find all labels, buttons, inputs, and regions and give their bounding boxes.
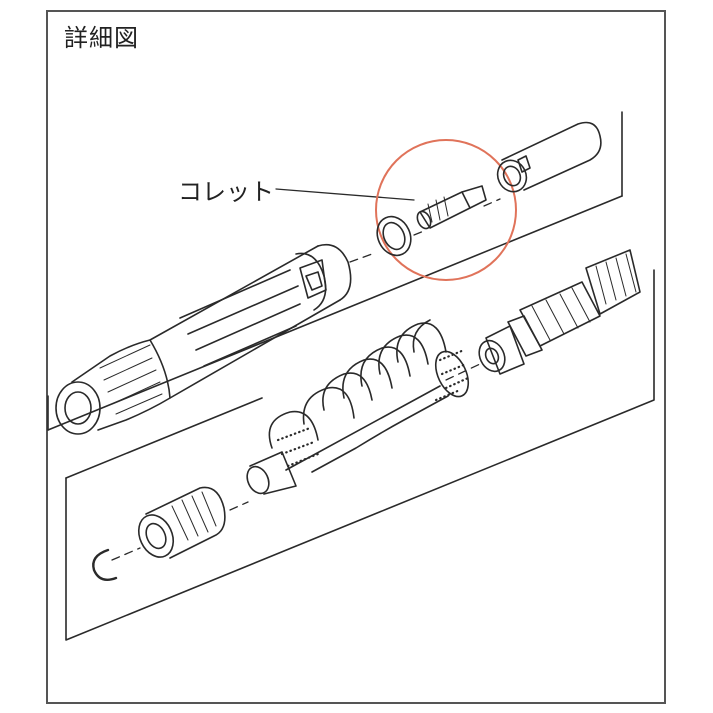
knurled-nut-small: [137, 486, 226, 559]
collet: [416, 185, 487, 230]
threaded-nozzle: [585, 249, 641, 315]
collet-leader-line: [275, 188, 415, 201]
spiral-spring: [268, 319, 470, 473]
diagram-frame: [46, 10, 666, 704]
axis-lines: [111, 198, 501, 561]
cap-tip: [496, 121, 602, 193]
upper-plane: [47, 111, 623, 431]
collet-callout-label: コレット: [178, 178, 274, 206]
cap-body: [246, 451, 297, 495]
washer-ring: [376, 215, 412, 257]
diagram-title: 詳細図: [64, 24, 139, 52]
lower-plane: [65, 269, 655, 641]
sleeve-tube: [55, 243, 352, 435]
knurled-nut-large: [478, 281, 601, 375]
collet-highlight-circle: [375, 139, 517, 281]
c-clip: [92, 548, 118, 581]
